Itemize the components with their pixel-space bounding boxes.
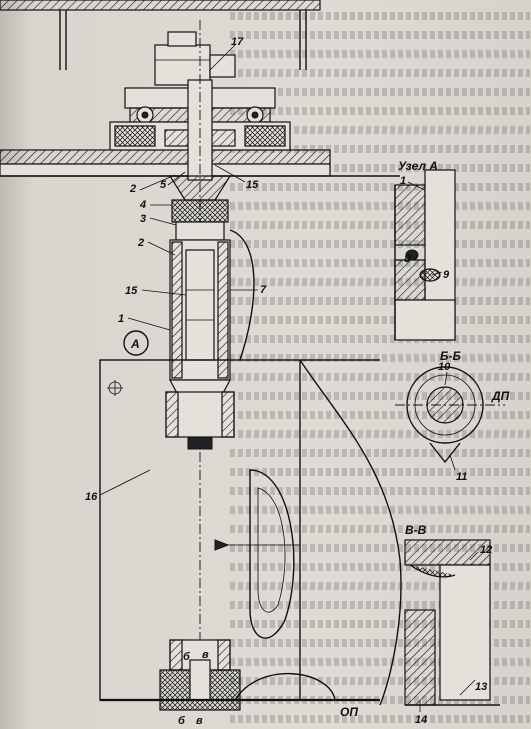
bleed-line: [230, 240, 530, 248]
bleed-line: [230, 259, 530, 267]
bleed-line: [230, 525, 530, 533]
section-vv-title: В-В: [405, 523, 427, 537]
bleed-line: [230, 506, 530, 514]
bleed-line: [230, 107, 530, 115]
bleed-line: [230, 69, 530, 77]
bleed-line: [230, 50, 530, 58]
bleed-line: [230, 677, 530, 685]
section-labels: Узел А Б-Б В-В А б в б в ДП ОП: [130, 159, 510, 727]
section-vv: [404, 539, 500, 706]
lower-hub: [165, 391, 235, 450]
label-15b: 15: [125, 285, 138, 297]
bleed-line: [230, 620, 530, 628]
bleed-line: [230, 639, 530, 647]
label-13: 13: [475, 681, 487, 693]
label-14: 14: [415, 714, 427, 726]
bleed-line: [230, 335, 530, 343]
bleed-line: [230, 658, 530, 666]
bleed-line: [230, 392, 530, 400]
bleed-line: [230, 316, 530, 324]
label-11: 11: [456, 471, 467, 483]
bleed-line: [230, 468, 530, 476]
bleed-line: [230, 601, 530, 609]
bleed-line: [230, 164, 530, 172]
node-a-title: Узел А: [398, 159, 438, 173]
bleed-line: [230, 88, 530, 96]
section-bb-title: Б-Б: [440, 349, 461, 363]
bleed-line: [230, 354, 530, 362]
mark-v-small: в: [196, 715, 203, 727]
plane-dp: ДП: [491, 389, 510, 403]
mark-b: б: [183, 651, 191, 663]
label-8: 8: [404, 253, 411, 265]
label-3: 3: [140, 213, 146, 225]
label-9: 9: [443, 269, 450, 281]
callout-a-circle: [123, 330, 149, 356]
label-10: 10: [438, 361, 451, 373]
bleed-line: [230, 563, 530, 571]
bleed-line: [230, 126, 530, 134]
label-12: 12: [480, 544, 492, 556]
label-1b: 1: [400, 175, 406, 187]
bleed-line: [230, 715, 530, 723]
bleed-line: [230, 582, 530, 590]
bleed-line: [230, 544, 530, 552]
bleed-line: [230, 12, 530, 20]
label-1a: 1: [118, 313, 124, 325]
label-7: 7: [260, 284, 267, 296]
coupling-assembly: [169, 199, 255, 396]
callout-a-letter: А: [130, 337, 140, 351]
bleed-line: [230, 145, 530, 153]
label-2b: 2: [137, 237, 144, 249]
bleed-line: [230, 278, 530, 286]
rudder-body-16: [99, 359, 402, 706]
bleed-line: [230, 411, 530, 419]
label-2a: 2: [129, 183, 136, 195]
label-15a: 15: [246, 179, 259, 191]
part-labels: 17 2 5 15 4 3 2 15 1 7 16 1 8 9 10 11 12…: [85, 36, 492, 726]
bleed-line: [230, 487, 530, 495]
bleed-line: [230, 430, 530, 438]
node-a-detail: [394, 169, 456, 341]
bleed-line: [230, 297, 530, 305]
label-4: 4: [139, 199, 146, 211]
bleed-line: [230, 449, 530, 457]
bleed-line: [230, 183, 530, 191]
bleed-line: [230, 221, 530, 229]
label-17: 17: [231, 36, 244, 48]
bleed-line: [230, 31, 530, 39]
bleed-line: [230, 373, 530, 381]
mark-b-small: б: [178, 715, 186, 727]
label-5: 5: [160, 179, 167, 191]
label-16: 16: [85, 491, 98, 503]
section-bb: [395, 366, 505, 464]
mark-v: в: [202, 649, 209, 661]
bleed-line: [230, 202, 530, 210]
lower-bearing: [100, 639, 380, 711]
plane-op: ОП: [340, 705, 358, 719]
leader-lines: [99, 44, 479, 712]
